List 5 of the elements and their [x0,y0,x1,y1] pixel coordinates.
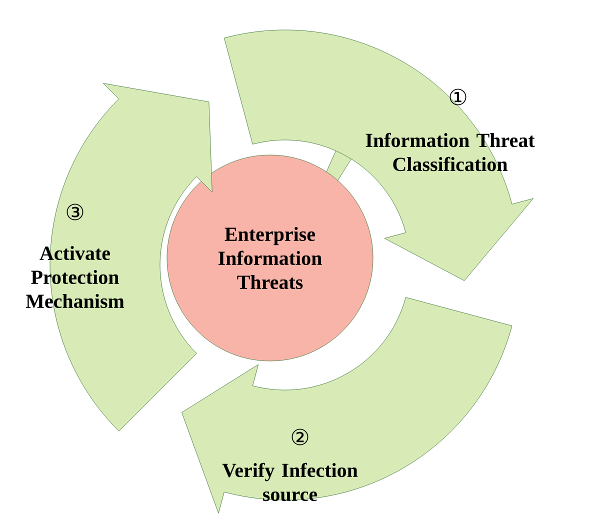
step-number: ① [450,88,466,106]
step-number: ② [292,428,308,446]
step-label: Verify Infection source [222,462,358,502]
step-number: ③ [66,204,84,220]
step-label: Activate Protection Mechanism [26,246,124,308]
